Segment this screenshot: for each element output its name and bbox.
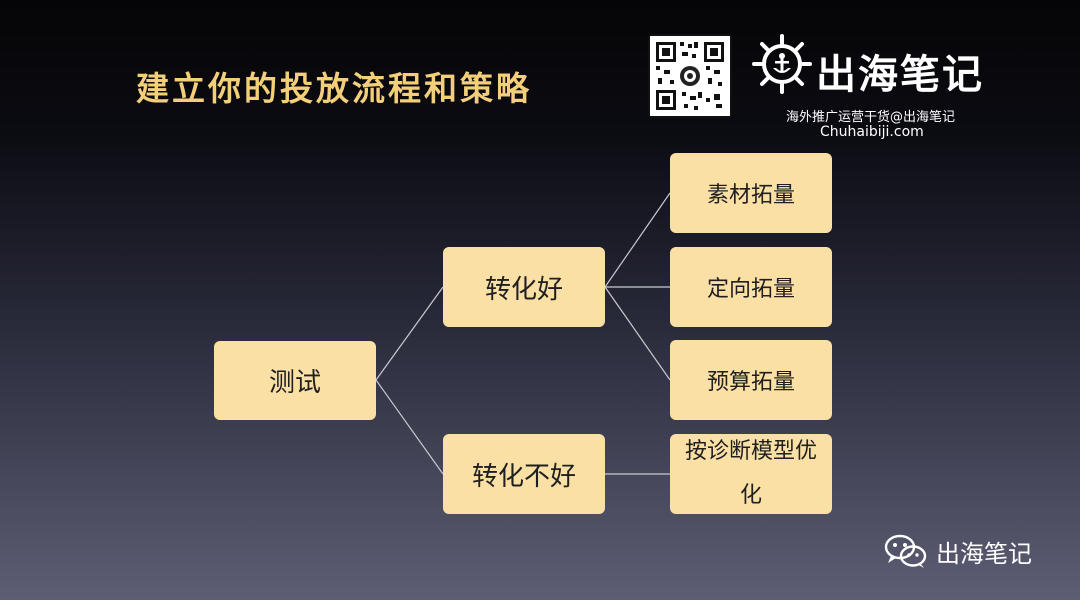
node-budget-scale: 预算拓量: [670, 340, 832, 420]
brand-block: 出海笔记 海外推广运营干货@出海笔记 Chuhaibiji.com: [750, 32, 1000, 152]
connector-good-to-budget: [604, 286, 671, 381]
connector-root-to-bad: [375, 379, 444, 475]
brand-tagline: 海外推广运营干货@出海笔记: [786, 110, 956, 125]
slide-title: 建立你的投放流程和策略: [136, 69, 532, 108]
qr-code: [650, 36, 730, 116]
node-targeting-scale: 定向拓量: [670, 247, 832, 327]
node-test: 测试: [214, 341, 376, 420]
qr-code-graphic: [650, 36, 730, 116]
node-creative-scale: 素材拓量: [670, 153, 832, 233]
ship-wheel-icon: [752, 34, 812, 94]
brand-url: Chuhaibiji.com: [820, 124, 924, 140]
connector-good-to-creative: [604, 192, 671, 288]
wechat-watermark: 出海笔记: [884, 533, 1032, 569]
wechat-icon: [884, 534, 927, 568]
watermark-text: 出海笔记: [936, 539, 1032, 568]
node-conversion-good: 转化好: [443, 247, 605, 327]
connector-root-to-good: [375, 286, 444, 381]
node-conversion-bad: 转化不好: [443, 434, 605, 514]
node-diagnostic-optimize: 按诊断模型优化: [670, 434, 832, 514]
brand-name: 出海笔记: [816, 52, 984, 98]
